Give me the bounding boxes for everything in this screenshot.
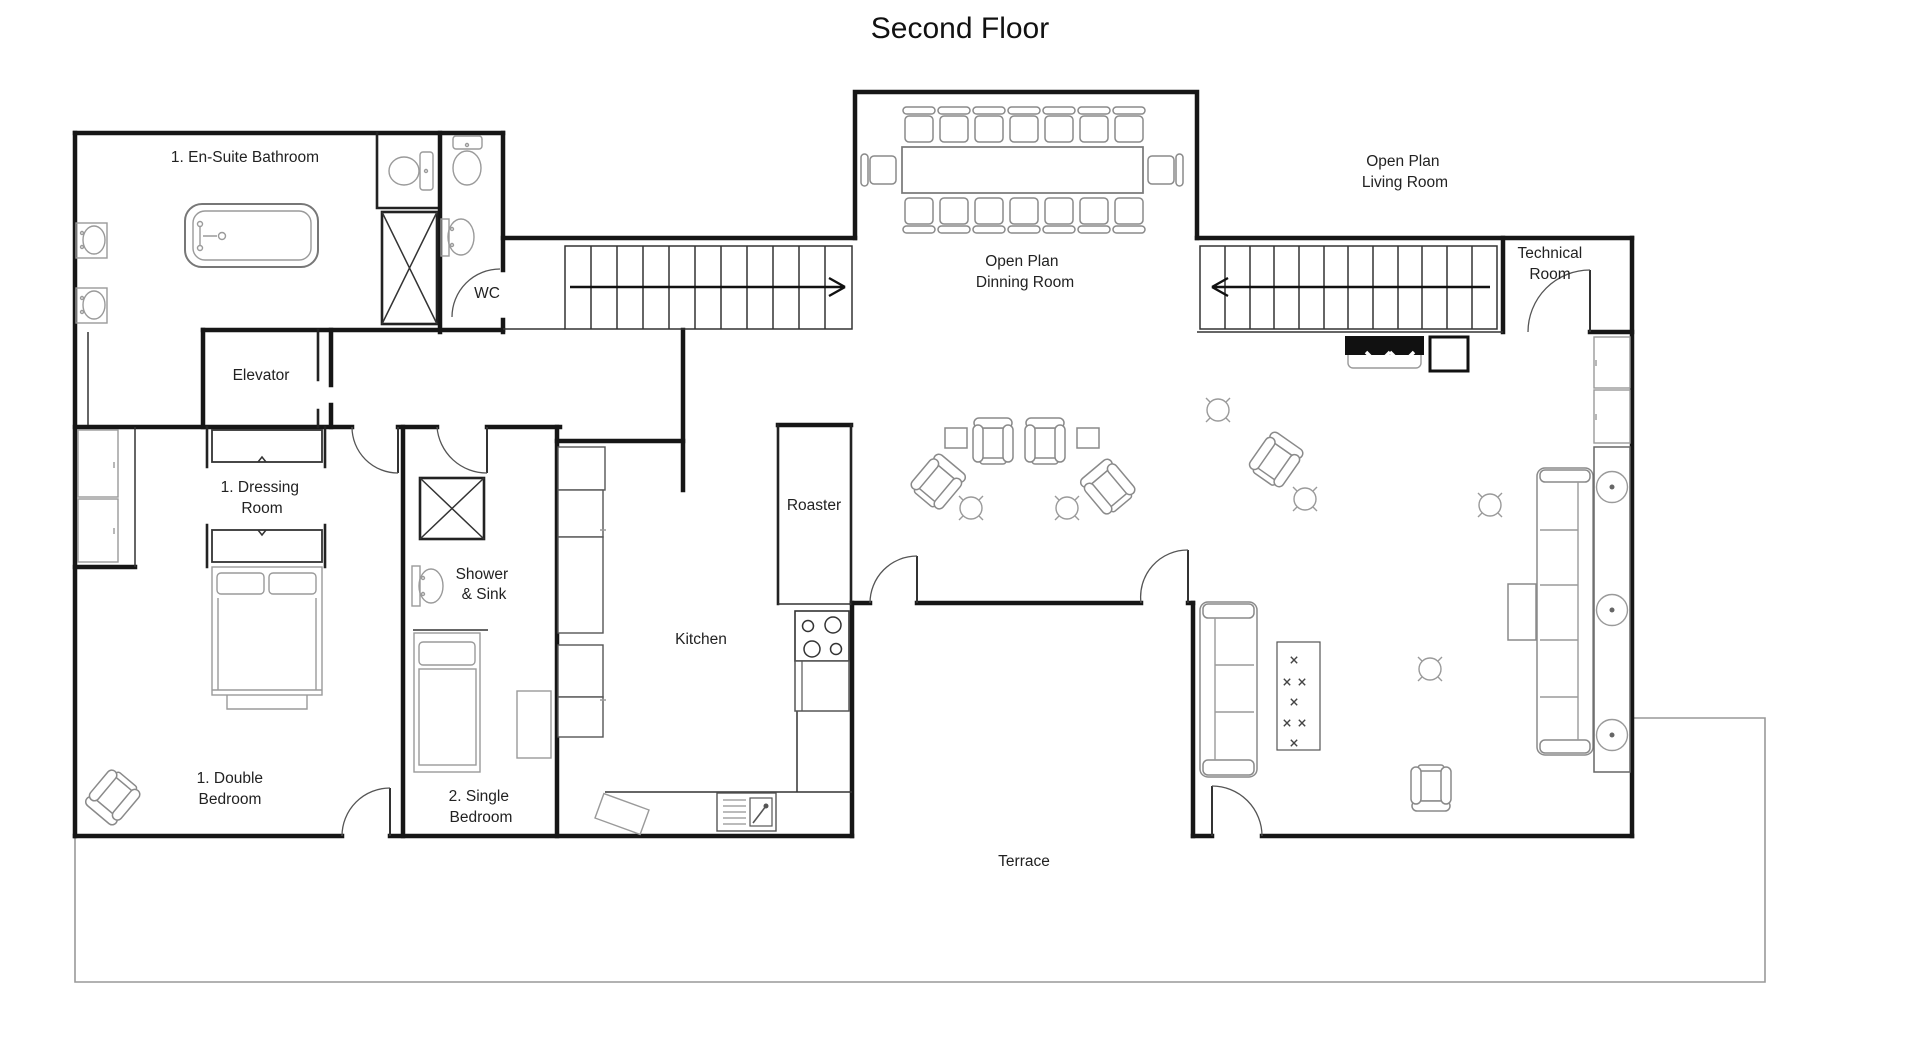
room-label-roaster: Roaster <box>787 497 841 514</box>
room-label-living: Open Plan Living Room <box>1362 153 1448 191</box>
bathtub-icon <box>184 203 319 268</box>
toilet-icon <box>388 151 434 191</box>
staircase-right <box>1197 245 1503 333</box>
room-label-dining: Open Plan Dinning Room <box>976 253 1074 291</box>
doors <box>341 268 1591 837</box>
dresser-icon <box>516 690 552 759</box>
oven-icon <box>794 660 850 712</box>
double-bed-icon <box>211 566 323 710</box>
side-table-icon <box>1507 583 1537 641</box>
shower-icon <box>418 476 486 541</box>
media-console-icon <box>1593 336 1631 773</box>
terrace-outline <box>74 717 1766 983</box>
room-label-elevator: Elevator <box>233 367 290 384</box>
kitchen-counters <box>557 446 852 793</box>
sink-icon <box>75 222 108 259</box>
nook-sink-icon <box>411 565 444 607</box>
room-label-shower-sink: Shower & Sink <box>456 566 513 603</box>
kitchen-sink-icon <box>716 792 777 832</box>
page-title: Second Floor <box>871 12 1049 45</box>
seating-group <box>907 417 1139 521</box>
wc-sink-icon <box>440 218 475 257</box>
room-label-kitchen: Kitchen <box>675 631 727 648</box>
walls <box>72 89 1635 839</box>
room-label-dressing: 1. Dressing Room <box>221 479 304 517</box>
kitchen-mat-icon <box>594 792 650 836</box>
armchair-icon <box>82 765 144 829</box>
rug-icon <box>1276 641 1321 751</box>
stove-icon <box>794 610 850 662</box>
sink-icon <box>75 287 108 324</box>
column-box-icon <box>1428 335 1470 373</box>
single-bed-icon <box>413 632 481 773</box>
staircase-left <box>503 245 853 330</box>
room-label-technical: Technical Room <box>1518 245 1587 283</box>
room-label-ensuite: 1. En-Suite Bathroom <box>171 149 319 166</box>
sofa-icon <box>1199 601 1258 778</box>
living-furniture <box>1199 336 1631 812</box>
sofa-icon <box>1536 467 1594 756</box>
fireplace-icon <box>1345 335 1470 373</box>
shower-icon <box>380 210 439 326</box>
wc-toilet-icon <box>452 135 483 186</box>
dressing-wardrobes <box>211 429 323 563</box>
dining-table-icon <box>860 106 1184 234</box>
wall-cabinets <box>77 429 119 563</box>
room-label-wc: WC <box>474 285 500 302</box>
room-label-terrace: Terrace <box>998 853 1050 870</box>
room-label-double-bedroom: 1. Double Bedroom <box>197 770 268 808</box>
room-label-single-bedroom: 2. Single Bedroom <box>449 788 514 826</box>
